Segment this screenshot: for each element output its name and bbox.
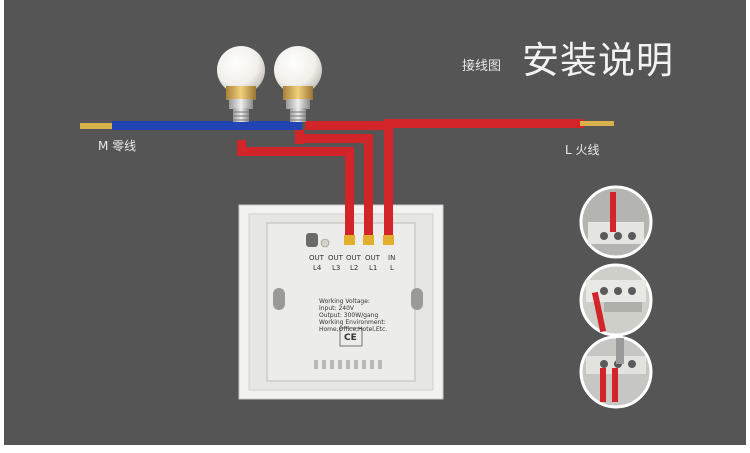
neutral-wire [80,121,302,130]
live-wires [237,119,614,239]
detail-photo-1 [579,185,653,259]
switch-plate [238,204,444,400]
detail-photo-3 [579,335,653,409]
page-title: 安装说明 [522,39,674,82]
bulb-1 [217,46,265,122]
live-wire-label: L 火线 [565,143,600,157]
neutral-wire-label: M 零线 [98,139,137,153]
bulb-2 [274,46,322,122]
diagram-subtitle: 接线图 [462,59,502,74]
detail-photo-2 [579,263,653,337]
